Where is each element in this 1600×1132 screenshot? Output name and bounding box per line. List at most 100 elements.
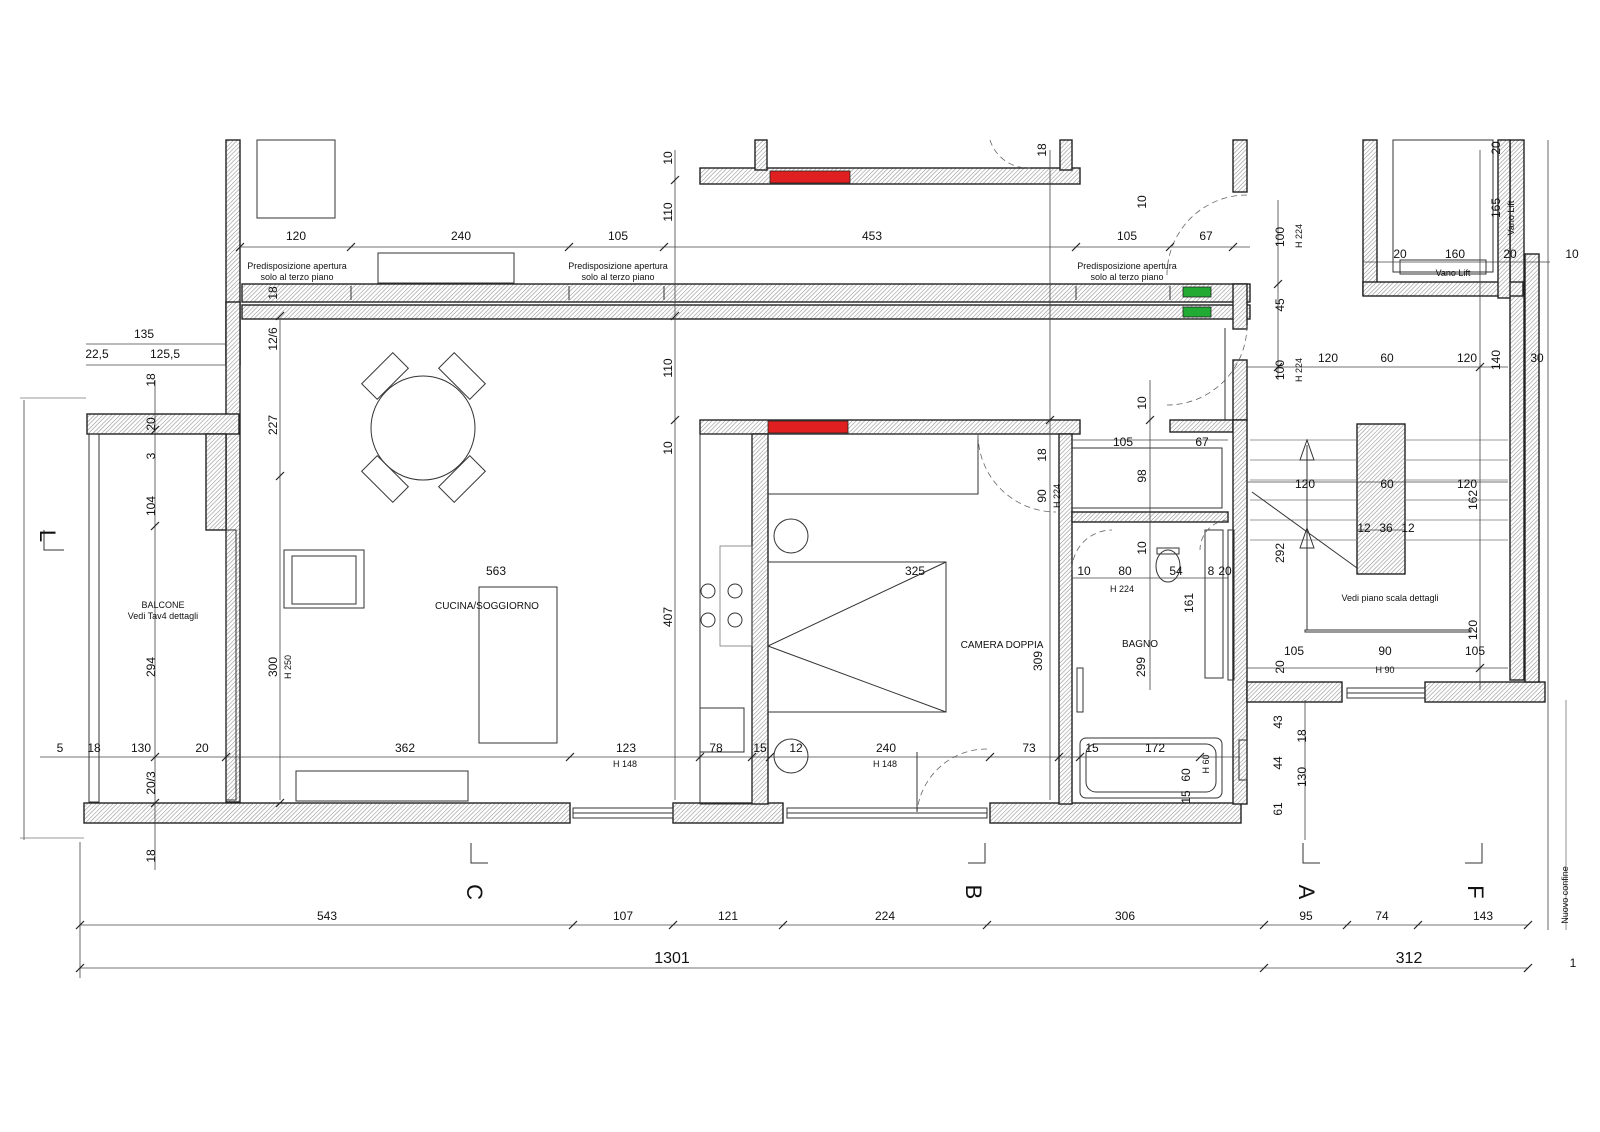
dim-v299: 299 [1134,657,1148,677]
dim-v18c: 18 [266,286,280,300]
section-b: B [961,885,986,900]
dim-top-3: 105 [608,229,628,243]
dim-bottom-5: 306 [1115,909,1135,923]
dim-row-5: 362 [395,741,415,755]
section-a: A [1294,885,1319,900]
dim-stair-small-1: 12 [1357,521,1371,535]
dim-row-4: 20 [195,741,209,755]
dim-v20b: 20 [144,417,158,431]
dim-stair-mid-3: 120 [1457,477,1477,491]
walls [83,139,1546,824]
dim-row-3: 130 [131,741,151,755]
dim-bottom-8: 143 [1473,909,1493,923]
dim-bottom-6: 95 [1299,909,1313,923]
dim-v10b: 10 [661,441,675,455]
room-balcony-label: BALCONE [141,600,184,610]
dim-v100b: 100 [1273,360,1287,380]
opening-note-3a: Predisposizione apertura [1077,261,1177,271]
dim-total-1301: 1301 [654,950,690,967]
dim-v20a: 20 [1489,141,1503,155]
dim-22-5: 22,5 [85,347,109,361]
dim-bottom-7: 74 [1375,909,1389,923]
dim-lift-2: 160 [1445,247,1465,261]
dim-v60: 60 [1179,768,1193,782]
dim-v20-3: 20/3 [144,771,158,795]
dim-v140: 140 [1489,350,1503,370]
room-bath-label: BAGNO [1122,639,1158,650]
dim-row-6: 123 [616,741,636,755]
height-h224-b: H 224 [1294,358,1304,382]
dim-lift-1: 20 [1393,247,1407,261]
height-h90: H 90 [1375,665,1394,675]
dim-bath-row-5: 20 [1218,564,1232,578]
opening-note-3b: solo al terzo piano [1090,272,1163,282]
dim-bottom-4: 224 [875,909,895,923]
dim-top-6: 67 [1199,229,1213,243]
dim-bottom-2: 107 [613,909,633,923]
staircase [1250,438,1508,633]
dim-v294: 294 [144,657,158,677]
dim-stair-top-2: 60 [1380,351,1394,365]
dim-rv-3: 44 [1271,756,1285,770]
dim-stair-top-3: 120 [1457,351,1477,365]
dim-v407: 407 [661,607,675,627]
dim-bath-top-1: 105 [1113,435,1133,449]
dim-v20c: 20 [1273,660,1287,674]
dim-v309: 309 [1031,651,1045,671]
dim-v15: 15 [1179,790,1193,804]
dim-v162: 162 [1466,490,1480,510]
dim-v10c: 10 [1135,195,1149,209]
opening-note-2a: Predisposizione apertura [568,261,668,271]
dim-stair-bottom-1: 105 [1284,644,1304,658]
dim-stair-top-1: 120 [1318,351,1338,365]
dim-v110b: 110 [661,358,675,377]
dim-row-8: 15 [753,741,767,755]
section-f: F [1463,885,1488,898]
stair-note: Vedi piano scala dettagli [1341,593,1438,603]
dim-row-13: 172 [1145,741,1165,755]
dim-row-12: 15 [1085,741,1099,755]
height-h224-a: H 224 [1294,224,1304,248]
dimension-lines [20,140,1567,978]
dim-v3: 3 [144,452,158,459]
dim-row-10: 240 [876,741,896,755]
dim-v18b: 18 [144,849,158,863]
dim-v161: 161 [1182,593,1196,613]
dim-stair-mid-2: 60 [1380,477,1394,491]
dim-v292: 292 [1273,543,1287,563]
dim-135: 135 [134,327,154,341]
section-c: C [462,884,487,900]
dim-v104: 104 [144,496,158,516]
dim-v110a: 110 [661,202,675,221]
dim-rv-5: 61 [1271,802,1285,816]
dim-lift-4: 10 [1565,247,1579,261]
dim-top-4: 453 [862,229,882,243]
dim-v165: 165 [1489,198,1503,218]
dim-row-11: 73 [1022,741,1036,755]
dim-total-312: 312 [1396,950,1423,967]
dim-row-2: 18 [87,741,101,755]
dim-stair-bottom-3: 105 [1465,644,1485,658]
height-h224-c: H 224 [1052,484,1062,508]
dim-v227: 227 [266,415,280,435]
dim-bottom-3: 121 [718,909,738,923]
height-h148-a: H 148 [613,759,637,769]
dim-v10a: 10 [661,151,675,165]
lift-label: Vano Lift [1436,268,1471,278]
dim-stair-small-3: 12 [1401,521,1415,535]
room-living-label: CUCINA/SOGGIORNO [435,601,539,612]
dim-stair-mid-1: 120 [1295,477,1315,491]
boundary-note: Nuovo confine [1560,866,1570,924]
balcony-note: Vedi Tav4 dettagli [128,611,198,621]
dim-v100a: 100 [1273,227,1287,247]
dim-rv-1: 43 [1271,715,1285,729]
lift-shaft-label: Vano Lift [1506,200,1516,235]
furniture [256,139,1494,805]
labels: CUCINA/SOGGIORNO CAMERA DOPPIA BAGNO BAL… [35,141,1579,970]
dim-row-7: 78 [709,741,723,755]
height-h250: H 250 [283,655,293,679]
dim-rv-2: 18 [1295,729,1309,743]
dim-edge-1: 1 [1570,956,1577,970]
dim-row-9: 12 [789,741,803,755]
